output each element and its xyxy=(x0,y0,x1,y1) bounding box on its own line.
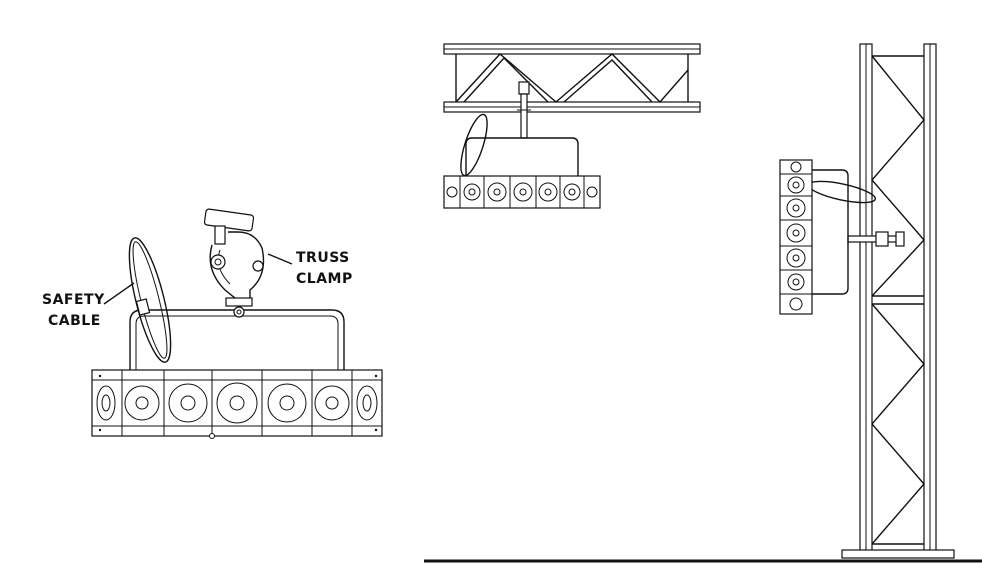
tower-base-plate xyxy=(841,549,955,559)
vertical-truss-tower xyxy=(841,43,955,559)
safety-cable-label-line2: CABLE xyxy=(48,313,101,329)
safety-cable-leader xyxy=(103,282,135,305)
horizontal-truss-assembly xyxy=(443,43,701,209)
truss-clamp-label-line2: CLAMP xyxy=(296,271,353,287)
side-clamp xyxy=(847,231,905,247)
horizontal-truss xyxy=(443,43,701,113)
vertical-truss-assembly xyxy=(424,43,982,563)
fixture-body-side xyxy=(779,159,813,315)
safety-cable xyxy=(128,237,172,363)
detail-fixture-assembly: SAFETY CABLE TRUSS CLAMP xyxy=(42,208,383,439)
fixture-body-large xyxy=(91,369,383,439)
fixture-body-hanging xyxy=(443,175,601,209)
truss-clamp-label-line1: TRUSS xyxy=(296,250,350,266)
truss-clamp xyxy=(203,208,265,318)
hanging-safety-cable xyxy=(460,113,488,177)
safety-cable-label-line1: SAFETY xyxy=(42,292,105,308)
truss-clamp-leader xyxy=(267,253,293,265)
hanging-clamp xyxy=(517,81,531,139)
